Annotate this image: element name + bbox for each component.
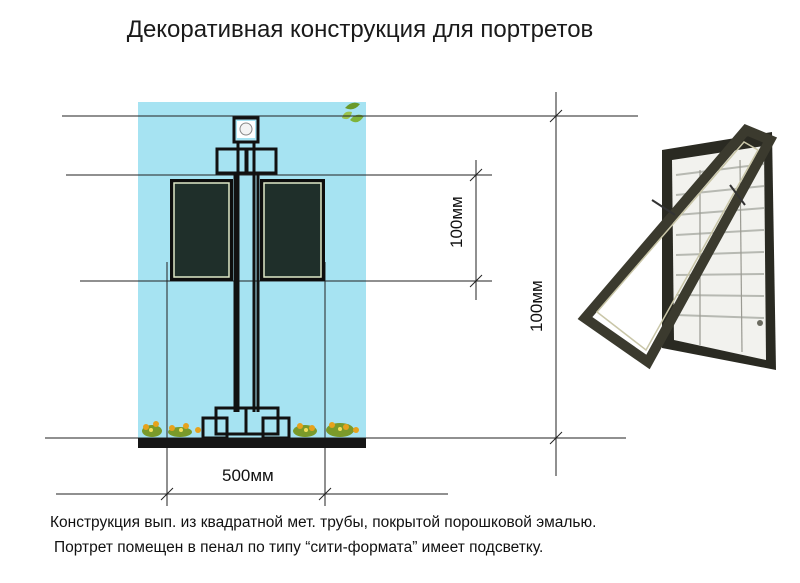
page-title: Декоративная конструкция для портретов <box>126 16 594 43</box>
dimension-lines <box>160 92 563 506</box>
total-height-dimension-label: 100мм <box>527 280 546 332</box>
panel-height-dimension-label: 100мм <box>447 196 466 248</box>
lamp-icon <box>237 121 255 138</box>
portrait-panel-left <box>170 179 233 281</box>
caption-line-2: Портрет помещен в пенал по типу “сити-фо… <box>54 539 544 556</box>
width-dimension-label: 500мм <box>222 466 274 485</box>
portrait-panel-right <box>260 179 325 281</box>
ground-strip <box>138 438 366 448</box>
caption-line-1: Конструкция вып. из квадратной мет. труб… <box>50 514 597 531</box>
leaves-decoration <box>342 102 364 123</box>
metal-frame <box>201 116 291 440</box>
showcase-cabinet-image <box>577 123 778 370</box>
flower-bed <box>142 421 359 437</box>
